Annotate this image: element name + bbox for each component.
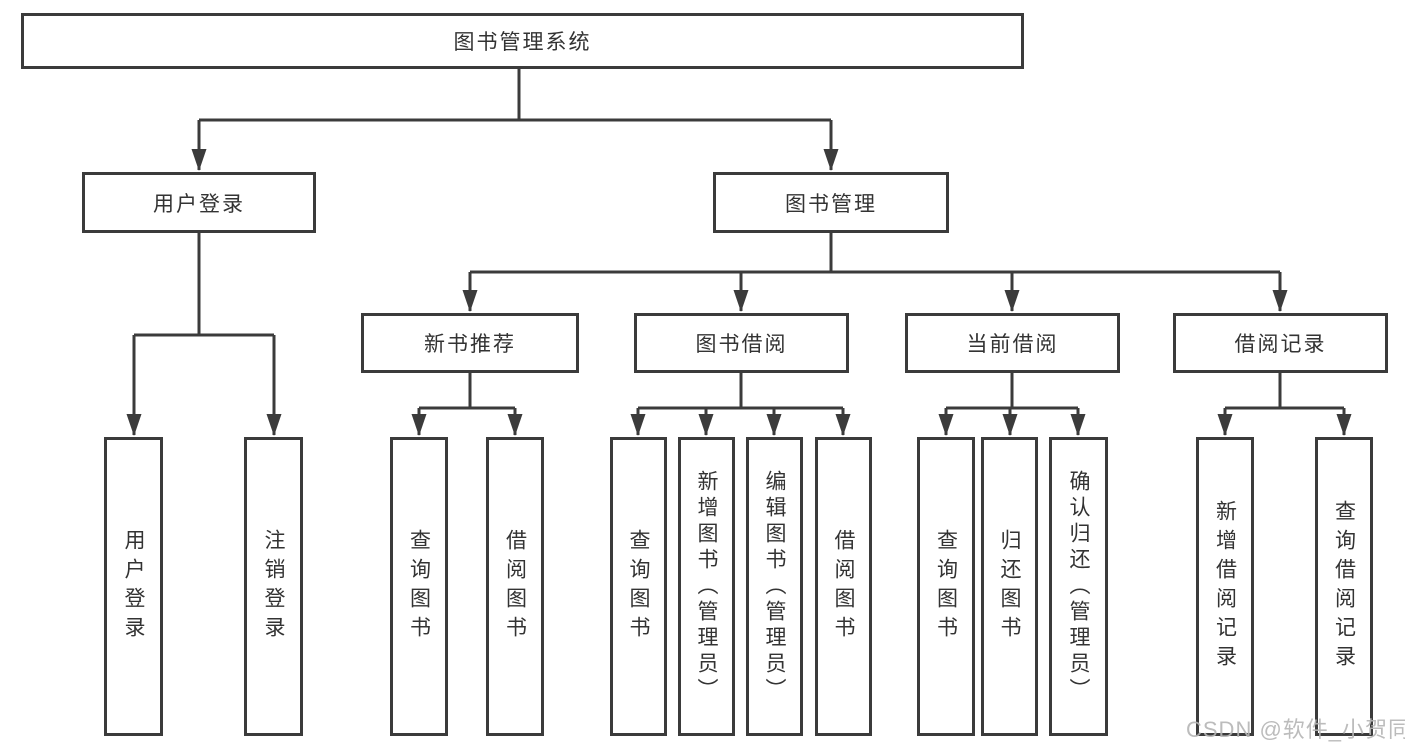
node-current-borrow-label: 当前借阅 — [966, 333, 1059, 356]
leaf-query-borrow-record-label: 查询借阅记录 — [1332, 499, 1356, 674]
leaf-return-book: 归还图书 — [981, 437, 1038, 736]
leaf-logout-label: 注销登录 — [262, 528, 285, 645]
node-user-login-label: 用户登录 — [153, 192, 245, 216]
node-borrow-records-label: 借阅记录 — [1234, 333, 1327, 356]
leaf-logout: 注销登录 — [244, 437, 303, 736]
leaf-borrow-books-recommend: 借阅图书 — [486, 437, 544, 736]
leaf-borrow-books-label: 借阅图书 — [832, 528, 855, 645]
leaf-query-books-current: 查询图书 — [917, 437, 975, 736]
leaf-add-borrow-record-label: 新增借阅记录 — [1213, 499, 1237, 674]
leaf-add-borrow-record: 新增借阅记录 — [1196, 437, 1254, 736]
leaf-borrow-books-recommend-label: 借阅图书 — [503, 528, 527, 645]
node-library-management-system: 图书管理系统 — [21, 13, 1024, 69]
node-book-management: 图书管理 — [713, 172, 949, 233]
node-current-borrow: 当前借阅 — [905, 313, 1120, 373]
node-user-login: 用户登录 — [82, 172, 316, 233]
leaf-query-books-borrow: 查询图书 — [610, 437, 667, 736]
leaf-query-books-borrow-label: 查询图书 — [627, 528, 650, 645]
leaf-add-book-admin: 新增图书（管理员） — [678, 437, 735, 736]
leaf-confirm-return-admin-label: 确认归还（管理员） — [1067, 469, 1090, 704]
node-library-management-system-label: 图书管理系统 — [453, 31, 592, 54]
leaf-query-borrow-record: 查询借阅记录 — [1315, 437, 1373, 736]
node-book-management-label: 图书管理 — [785, 192, 877, 216]
leaf-query-books-recommend-label: 查询图书 — [407, 528, 431, 645]
leaf-edit-book-admin: 编辑图书（管理员） — [746, 437, 803, 736]
leaf-borrow-books: 借阅图书 — [815, 437, 872, 736]
leaf-query-books-recommend: 查询图书 — [390, 437, 448, 736]
node-book-borrow: 图书借阅 — [634, 313, 849, 373]
node-new-book-recommend-label: 新书推荐 — [424, 333, 516, 356]
leaf-query-books-current-label: 查询图书 — [934, 528, 958, 645]
node-borrow-records: 借阅记录 — [1173, 313, 1388, 373]
csdn-watermark: CSDN @软件_小贺同学 — [1186, 717, 1405, 742]
leaf-add-book-admin-label: 新增图书（管理员） — [695, 469, 718, 704]
leaf-return-book-label: 归还图书 — [998, 528, 1021, 645]
leaf-user-login-label: 用户登录 — [122, 528, 145, 645]
leaf-user-login: 用户登录 — [104, 437, 163, 736]
node-book-borrow-label: 图书借阅 — [695, 333, 788, 356]
leaf-confirm-return-admin: 确认归还（管理员） — [1049, 437, 1108, 736]
leaf-edit-book-admin-label: 编辑图书（管理员） — [763, 469, 786, 704]
node-new-book-recommend: 新书推荐 — [361, 313, 579, 373]
